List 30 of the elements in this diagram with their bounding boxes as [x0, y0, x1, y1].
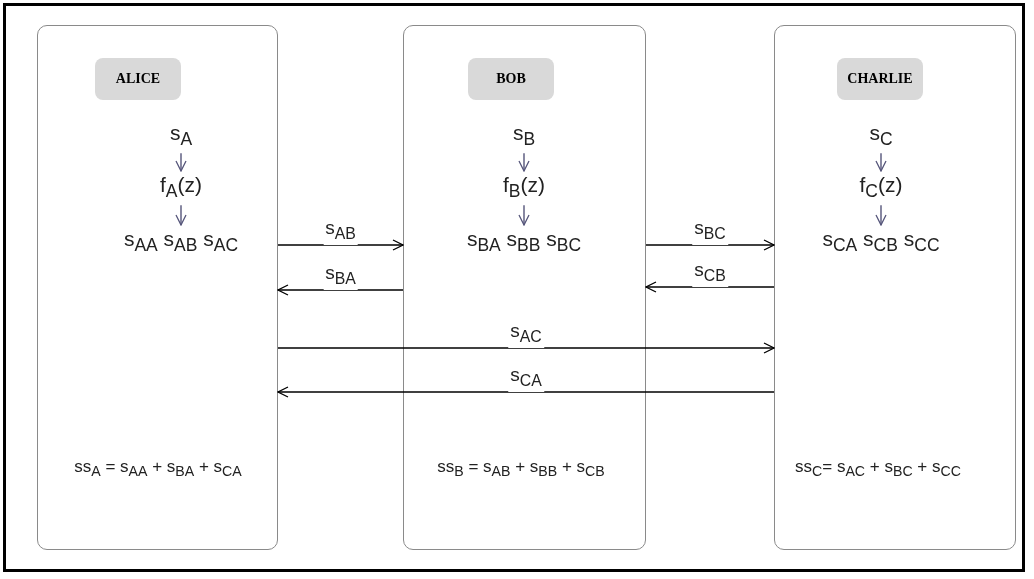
shares-text: s$_{BA}$ s$_{BB}$ s$_{BC}$: [466, 226, 582, 259]
party-panel: [774, 25, 1016, 550]
arrow: [277, 386, 775, 398]
party-panel: [403, 25, 646, 550]
arrow: [875, 152, 887, 172]
secret-text: s$_{C}$: [869, 120, 893, 153]
arrow: [645, 239, 775, 251]
arrow: [277, 239, 404, 251]
name-tag: BOB: [468, 58, 554, 100]
secret-text: s$_{B}$: [512, 120, 536, 153]
sum-formula: ss$_{C}$= s$_{AC}$ + s$_{BC}$ + s$_{CC}$: [795, 454, 961, 485]
shares-text: s$_{AA}$ s$_{AB}$ s$_{AC}$: [123, 226, 239, 259]
party-panel: [37, 25, 278, 550]
arrow: [875, 204, 887, 226]
arrow: [645, 281, 775, 293]
name-tag: CHARLIE: [837, 58, 923, 100]
name-tag: ALICE: [95, 58, 181, 100]
polynomial-text: f$_{C}$(z): [859, 172, 903, 205]
arrow: [518, 204, 530, 226]
arrow: [175, 152, 187, 172]
shares-text: s$_{CA}$ s$_{CB}$ s$_{CC}$: [822, 226, 940, 259]
secret-text: s$_{A}$: [169, 120, 193, 153]
arrow: [518, 152, 530, 172]
arrow: [277, 284, 404, 296]
arrow: [175, 204, 187, 226]
polynomial-text: f$_{A}$(z): [160, 172, 202, 205]
sum-formula: ss$_{B}$ = s$_{AB}$ + s$_{BB}$ + s$_{CB}$: [437, 454, 605, 485]
polynomial-text: f$_{B}$(z): [503, 172, 545, 205]
sum-formula: ss$_{A}$ = s$_{AA}$ + s$_{BA}$ + s$_{CA}$: [74, 454, 242, 485]
arrow: [277, 342, 775, 354]
